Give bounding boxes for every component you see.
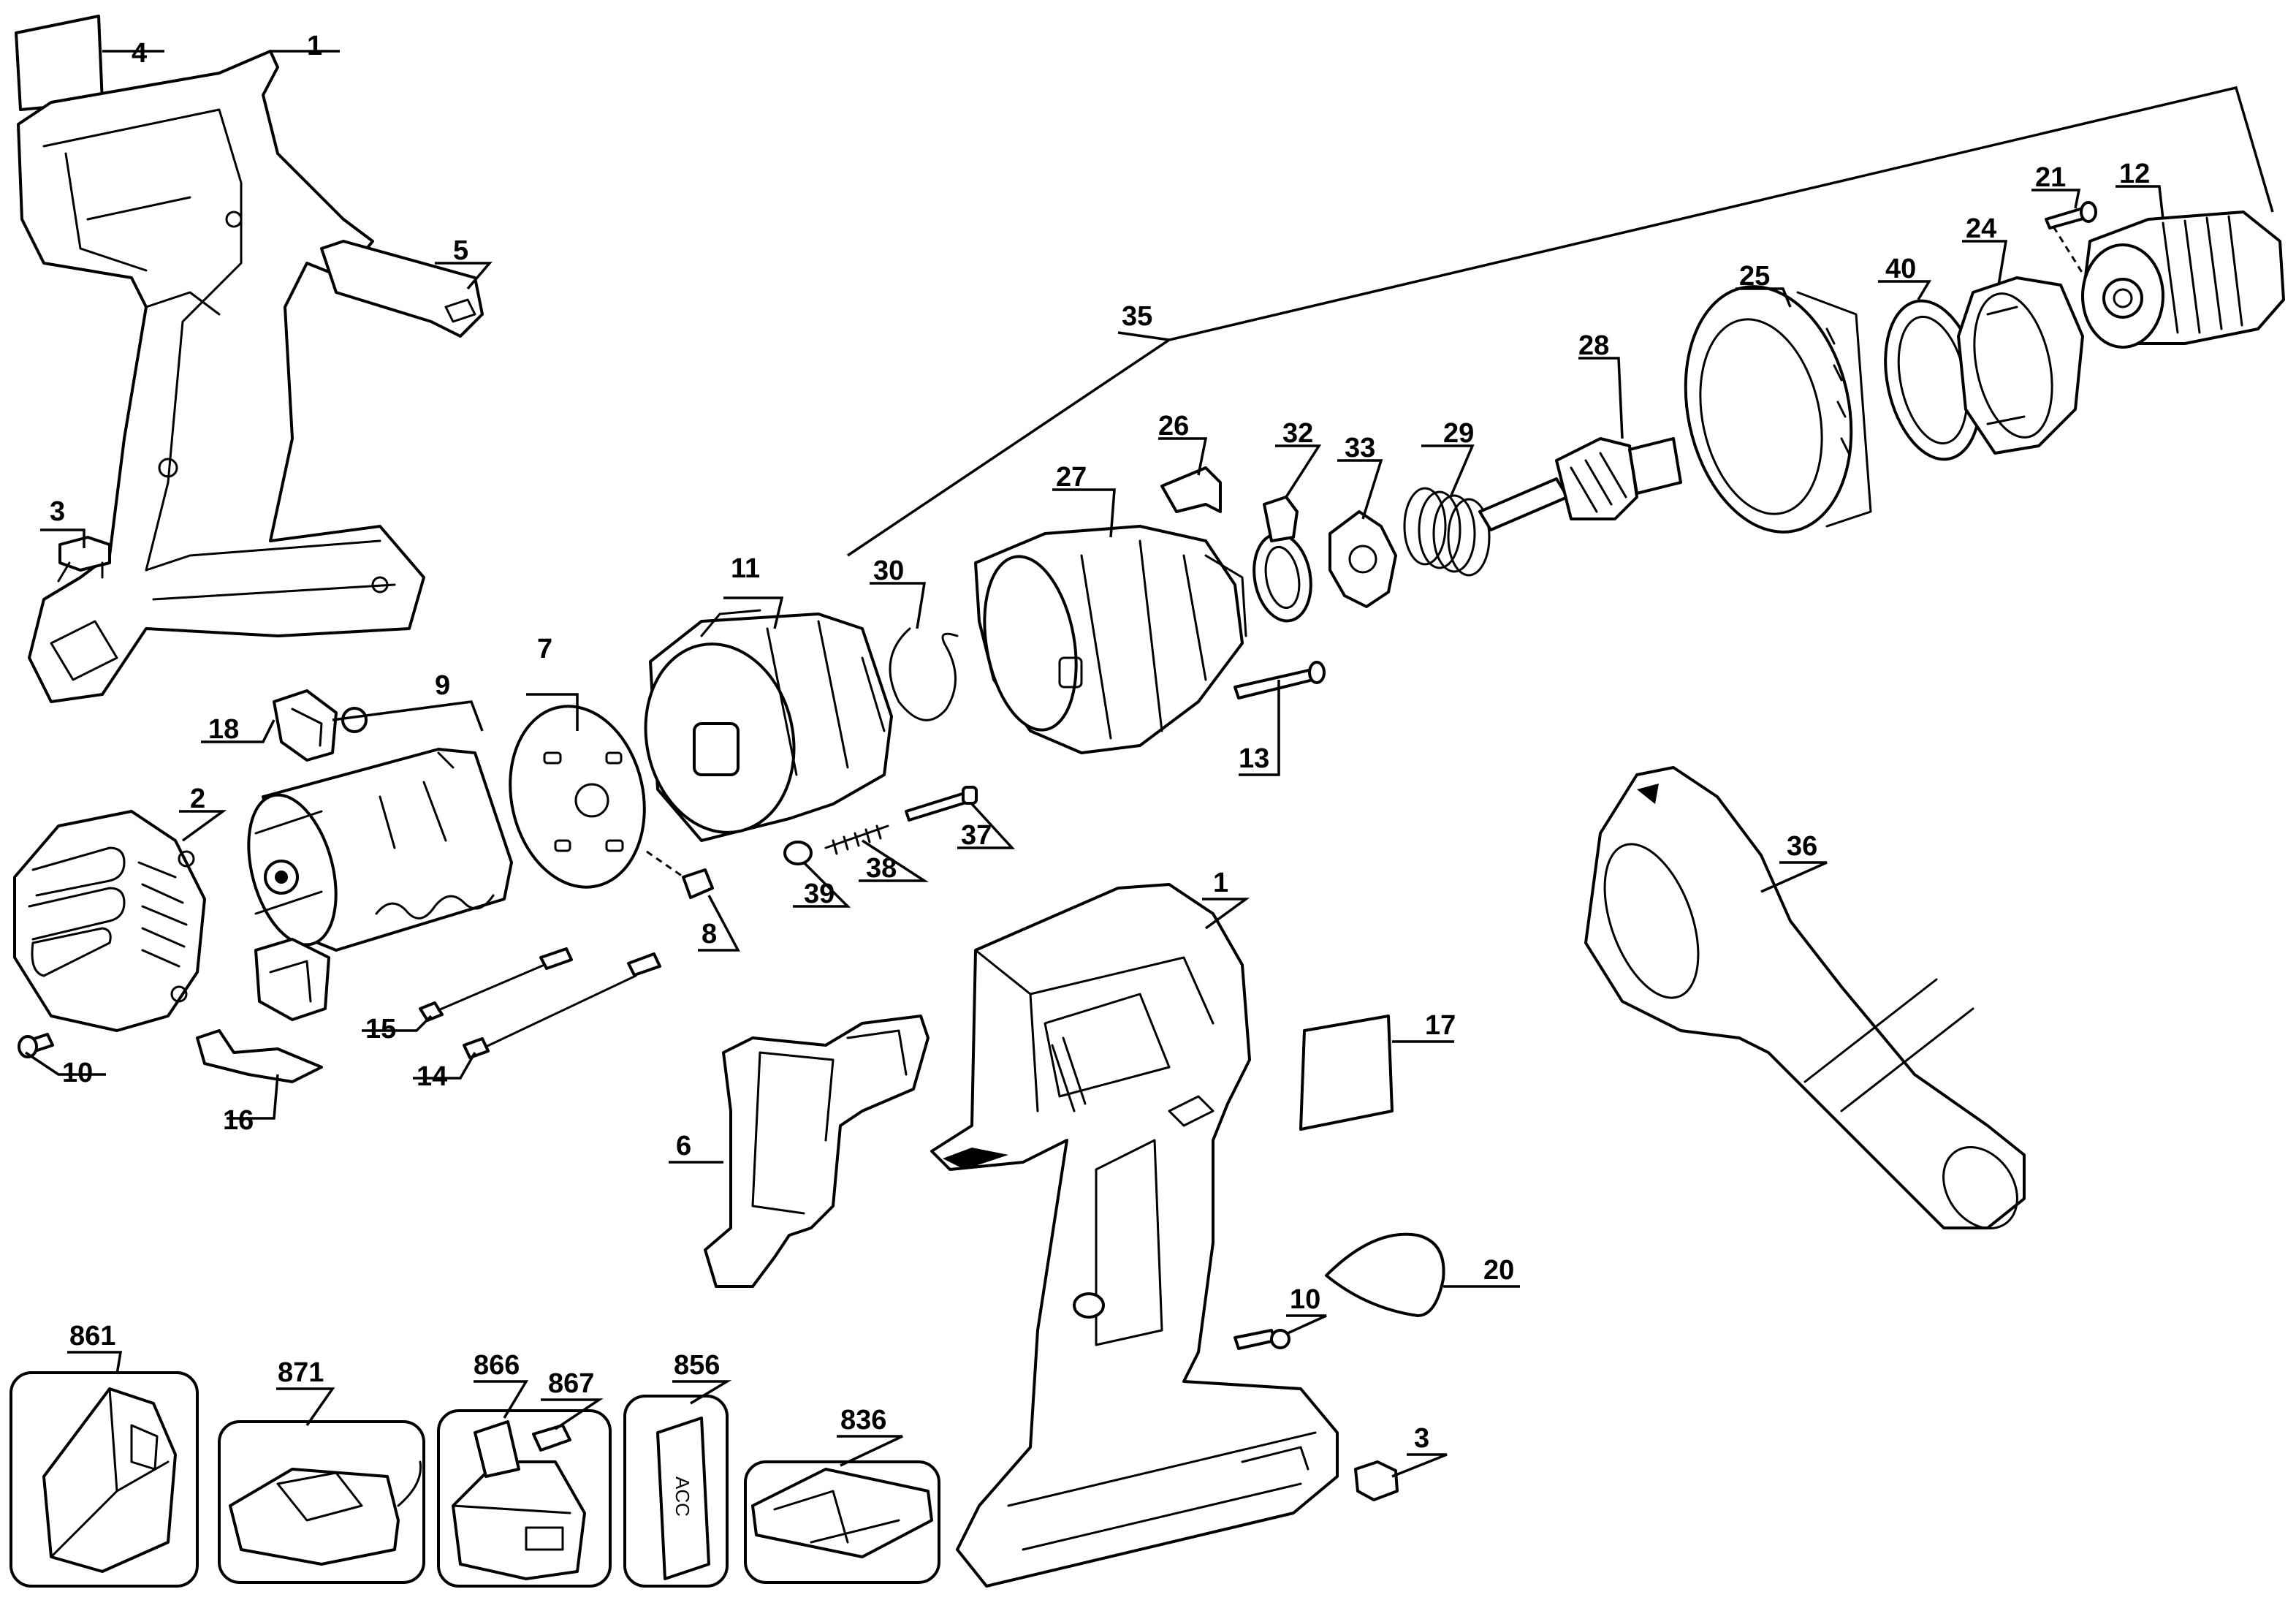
callout-13: 13 [1239,743,1269,774]
callout-26: 26 [1158,411,1189,441]
callout-10-left: 10 [62,1058,93,1088]
callout-1-top: 1 [307,31,322,61]
part-16-contact-plate [196,1029,323,1083]
callout-28: 28 [1578,330,1609,361]
callout-29: 29 [1443,418,1474,449]
part-8-screw [646,850,714,899]
part-27-gear-housing [974,525,1247,754]
part-11-motor-housing [644,609,893,842]
accessory-861-kit-box [9,1371,199,1588]
part-18-brush-holder [273,689,368,762]
accessory-871-charger [218,1420,425,1584]
callout-20: 20 [1483,1255,1514,1286]
part-21-screw [2045,201,2097,286]
callout-861: 861 [69,1321,115,1351]
part-28-spindle [1478,437,1682,531]
callout-32: 32 [1282,418,1313,449]
callout-1-mid: 1 [1213,868,1228,898]
accessory-836-belt-clip [744,1460,940,1584]
part-10-screw-left [18,1033,54,1058]
part-15-wire-lead [419,947,573,1022]
callout-36: 36 [1787,831,1817,862]
part-33-star-gear [1328,510,1397,608]
leader-lines [25,50,2274,1478]
part-32-shift-ring [1252,496,1312,623]
part-5-spring-clip [320,240,484,338]
callout-4: 4 [132,38,147,69]
part-20-pad [1325,1232,1445,1317]
part-24-collar [1957,276,2084,455]
part-14-wire-lead [463,952,661,1059]
callout-labels: 4 1 5 3 18 9 7 11 2 10 16 15 14 8 39 38 … [50,31,2150,1454]
callout-18: 18 [208,714,239,745]
callout-871: 871 [278,1357,324,1388]
part-26-clip [1160,466,1222,513]
callout-14: 14 [417,1061,447,1092]
part-3-contact-clip [57,536,111,583]
callout-9: 9 [435,670,450,701]
part-3-contact-clip-bottom [1354,1460,1399,1501]
part-7-brush-plate [509,705,646,889]
part-39-pin [783,841,813,865]
part-1-housing-main [930,883,1339,1588]
callout-2: 2 [190,784,205,814]
callout-866: 866 [474,1350,520,1381]
part-13-pin [1233,661,1326,699]
part-6-switch [704,1015,930,1288]
callout-39: 39 [804,879,835,909]
callout-21: 21 [2035,162,2066,193]
callout-30: 30 [873,556,904,586]
callout-8: 8 [702,919,717,949]
part-2-end-cap [13,810,206,1032]
part-25-clutch-collar [1684,285,1872,534]
label-card-text: ACC [672,1476,693,1517]
callout-7: 7 [537,634,552,664]
accessory-867-cap [532,1424,571,1452]
callout-37: 37 [961,820,992,851]
callout-10-mid: 10 [1290,1284,1320,1315]
callout-17: 17 [1425,1010,1456,1041]
callout-35: 35 [1122,301,1152,332]
callout-40: 40 [1885,254,1916,284]
callout-6: 6 [676,1131,691,1161]
accessory-866-battery [437,1409,612,1588]
part-30-wire-spring [889,627,959,721]
callout-16: 16 [223,1105,254,1136]
part-12-chuck [2081,211,2285,349]
callout-856: 856 [674,1350,720,1381]
part-1-housing-half [17,50,425,703]
part-9-motor [247,748,513,952]
callout-3-left: 3 [50,496,65,527]
callout-33: 33 [1345,433,1375,463]
part-29-spring [1403,487,1491,577]
part-38-spring [824,824,889,855]
callout-836: 836 [840,1405,886,1436]
part-36-side-handle [1584,766,2026,1230]
part-10-screw-mid [1233,1329,1290,1350]
callout-25: 25 [1739,261,1770,292]
accessory-856-label-card: ACC [623,1395,729,1588]
callout-27: 27 [1056,462,1087,493]
part-brush-holder-lower [254,938,330,1021]
callout-3-bottom: 3 [1414,1423,1429,1454]
part-17-label [1299,1015,1394,1131]
callout-15: 15 [365,1014,396,1044]
callout-5: 5 [453,235,468,266]
part-37-pin [905,786,978,822]
callout-11: 11 [731,553,760,584]
callout-12: 12 [2119,159,2150,189]
callout-38: 38 [866,853,897,884]
callout-867: 867 [548,1368,594,1399]
callout-24: 24 [1966,213,1996,244]
